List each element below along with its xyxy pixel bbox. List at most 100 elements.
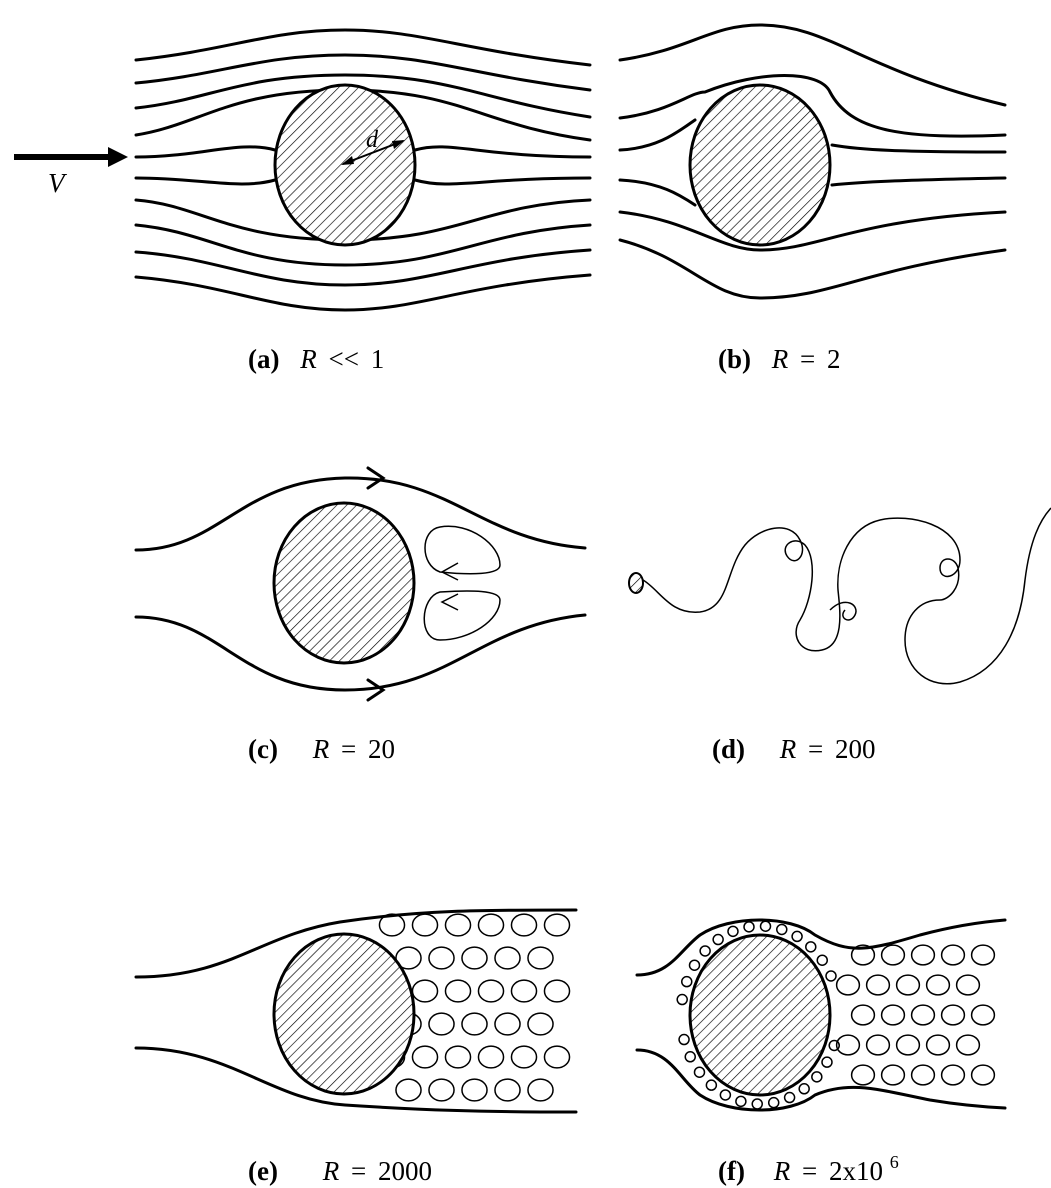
reynolds-symbol: R [322, 1156, 340, 1186]
panel-b: (b) R = 2 [620, 25, 1005, 374]
eddy [528, 1013, 553, 1035]
eddy [544, 914, 569, 936]
reynolds-exponent: 6 [890, 1152, 899, 1172]
panel-caption-a: (a) R << 1 [248, 344, 384, 374]
reynolds-value: 2x10 [829, 1156, 883, 1186]
eddy [837, 975, 860, 995]
eddy [679, 1035, 689, 1045]
eddy [972, 1005, 995, 1025]
eddy [462, 1079, 487, 1101]
eddy [972, 1065, 995, 1085]
cylinder [629, 573, 643, 593]
eddy [799, 1084, 809, 1094]
velocity-arrow [14, 147, 128, 167]
eddy [412, 914, 437, 936]
eddy [942, 945, 965, 965]
panel-letter: (d) [712, 734, 745, 764]
panel-caption-d: (d) R = 200 [712, 734, 875, 764]
panel-a: V d (a) R << 1 [14, 30, 590, 374]
eddy [694, 1067, 704, 1077]
eddy [685, 1052, 695, 1062]
reynolds-relation: = [341, 734, 356, 764]
eddy [720, 1090, 730, 1100]
eddy [897, 975, 920, 995]
eddy [690, 960, 700, 970]
reynolds-value: 20 [368, 734, 395, 764]
eddy [957, 975, 980, 995]
reynolds-symbol: R [771, 344, 789, 374]
eddy [736, 1096, 746, 1106]
panel-letter: (a) [248, 344, 279, 374]
velocity-label: V [48, 168, 68, 198]
eddy [495, 947, 520, 969]
eddy [677, 995, 687, 1005]
eddy [396, 1079, 421, 1101]
reynolds-value: 2000 [378, 1156, 432, 1186]
eddy [495, 1013, 520, 1035]
eddy [713, 935, 723, 945]
eddy [379, 914, 404, 936]
eddy [528, 1079, 553, 1101]
eddy [744, 922, 754, 932]
reynolds-relation: = [351, 1156, 366, 1186]
reynolds-value: 1 [371, 344, 385, 374]
diameter-label: d [366, 127, 379, 153]
eddy [882, 1065, 905, 1085]
reynolds-symbol: R [773, 1156, 791, 1186]
eddy [777, 924, 787, 934]
eddy [495, 1079, 520, 1101]
eddy [897, 1035, 920, 1055]
reynolds-symbol: R [299, 344, 317, 374]
eddy [511, 914, 536, 936]
panel-letter: (c) [248, 734, 278, 764]
eddy [429, 1013, 454, 1035]
eddy [957, 1035, 980, 1055]
cylinder [690, 85, 830, 245]
reynolds-relation: = [802, 1156, 817, 1186]
eddy [462, 947, 487, 969]
eddy [822, 1057, 832, 1067]
reynolds-value: 2 [827, 344, 841, 374]
eddy [412, 1046, 437, 1068]
eddy [761, 921, 771, 931]
reynolds-relation: = [800, 344, 815, 374]
panel-letter: (e) [248, 1156, 278, 1186]
recirculation-eddies [424, 526, 500, 640]
eddy [927, 1035, 950, 1055]
panel-e: (e) R = 2000 [136, 910, 576, 1186]
eddy [478, 914, 503, 936]
panel-caption-f: (f) R = 2x10 6 [718, 1152, 899, 1186]
panel-caption-b: (b) R = 2 [718, 344, 840, 374]
eddy [728, 926, 738, 936]
reynolds-symbol: R [779, 734, 797, 764]
cylinder [690, 935, 830, 1095]
eddy [528, 947, 553, 969]
cylinder [274, 503, 414, 663]
eddy [478, 980, 503, 1002]
eddy [942, 1065, 965, 1085]
eddy [812, 1072, 822, 1082]
eddy [445, 914, 470, 936]
eddy [478, 1046, 503, 1068]
vortex-street-curl [830, 602, 856, 620]
eddy [412, 980, 437, 1002]
eddy [462, 1013, 487, 1035]
reynolds-relation: = [808, 734, 823, 764]
eddy [429, 1079, 454, 1101]
eddy [817, 955, 827, 965]
eddy [445, 980, 470, 1002]
eddy [752, 1099, 762, 1109]
eddy [544, 980, 569, 1002]
vortex-street [643, 508, 1051, 684]
eddy [429, 947, 454, 969]
eddy [942, 1005, 965, 1025]
eddy [912, 945, 935, 965]
panel-d: (d) R = 200 [629, 508, 1051, 764]
eddy [852, 1005, 875, 1025]
cylinder [275, 85, 415, 245]
eddy [706, 1080, 716, 1090]
panel-c: (c) R = 20 [136, 468, 585, 764]
turbulent-wake [837, 945, 995, 1085]
panel-f: (f) R = 2x10 6 [637, 920, 1005, 1186]
reynolds-relation: << [328, 344, 358, 374]
